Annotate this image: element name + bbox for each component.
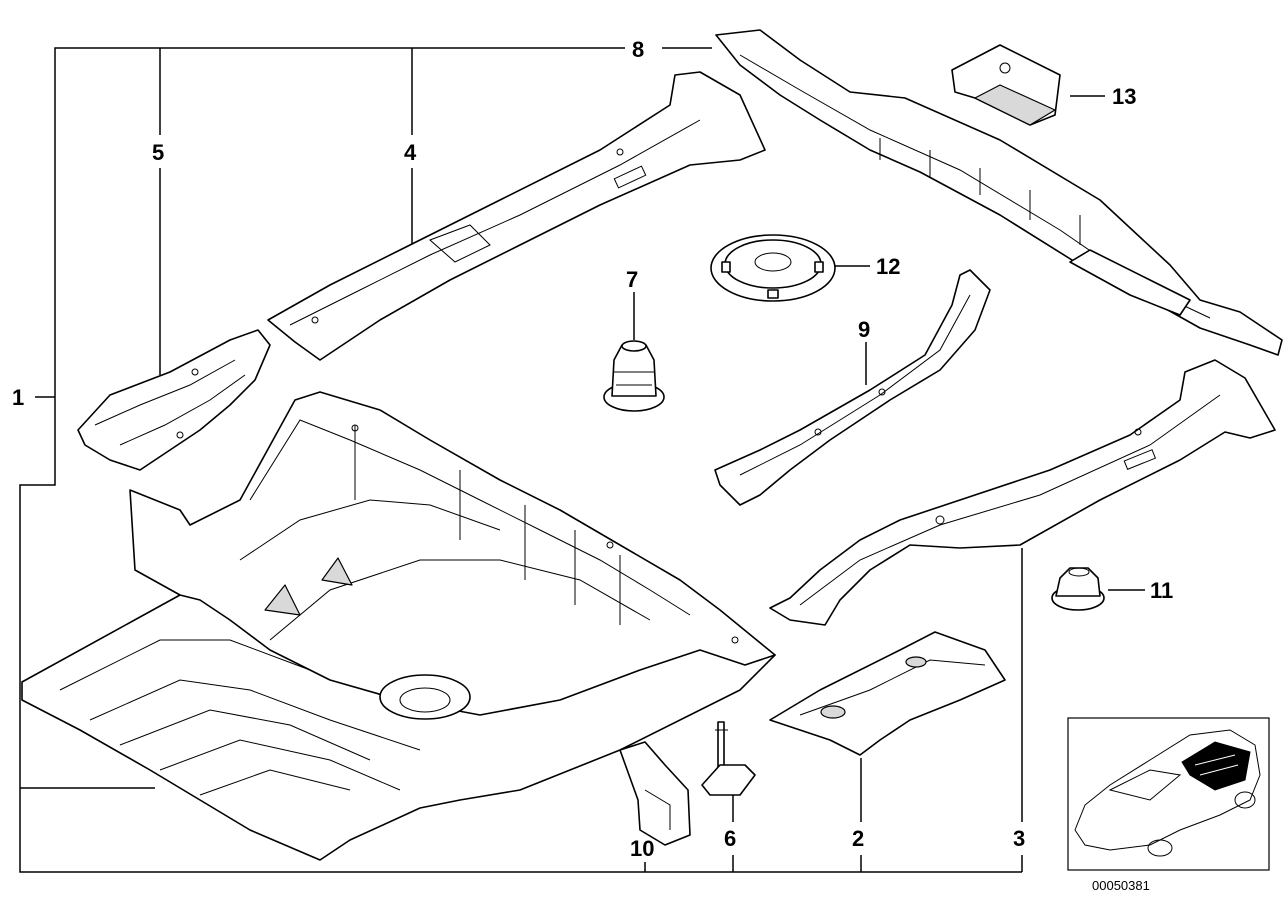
part-2-tunnel-panel (769, 631, 1006, 756)
part-6-stud (701, 721, 756, 796)
vehicle-overview-inset: 00050381 (1067, 717, 1270, 893)
callout-4[interactable]: 4 (404, 140, 417, 165)
part-8-cross-member (715, 29, 1283, 356)
callout-6[interactable]: 6 (724, 826, 736, 851)
part-13-bracket (951, 44, 1061, 126)
callout-12[interactable]: 12 (876, 254, 900, 279)
callout-9[interactable]: 9 (858, 317, 870, 342)
callout-7[interactable]: 7 (626, 267, 638, 292)
callout-5[interactable]: 5 (152, 140, 164, 165)
part-7-rubber-buffer (603, 340, 665, 412)
part-10-bracket (619, 741, 691, 846)
callout-1[interactable]: 1 (12, 385, 24, 410)
part-4-longitudinal-member (267, 71, 766, 361)
part-5-bracket (77, 329, 271, 471)
part-9-member (714, 269, 991, 506)
callout-3[interactable]: 3 (1013, 826, 1025, 851)
callout-labels: 1 2 3 4 5 6 7 8 9 10 11 12 13 (12, 37, 1173, 861)
callout-13[interactable]: 13 (1112, 84, 1136, 109)
part-11-plug (1051, 567, 1105, 611)
part-12-plug (710, 234, 836, 302)
part-3-longitudinal-member (769, 359, 1276, 626)
bracket-lines (19, 47, 1145, 873)
part-1-floor-pan (21, 391, 776, 861)
callout-2[interactable]: 2 (852, 826, 864, 851)
callout-8[interactable]: 8 (632, 37, 644, 62)
reference-number: 00050381 (1092, 878, 1150, 893)
callout-11[interactable]: 11 (1150, 578, 1173, 603)
callout-10[interactable]: 10 (630, 836, 654, 861)
